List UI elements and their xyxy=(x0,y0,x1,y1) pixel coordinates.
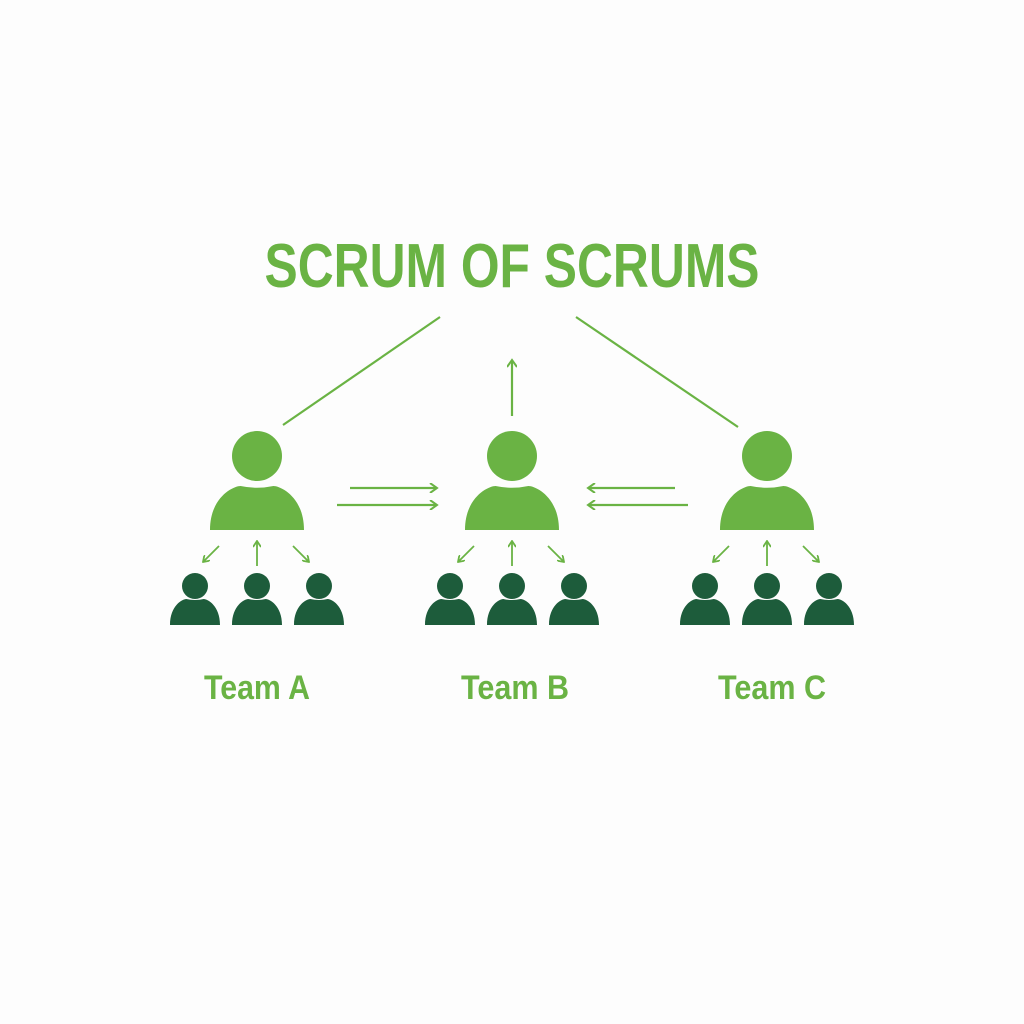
person-head xyxy=(232,431,282,481)
person-body xyxy=(170,599,220,625)
team-member-icon-team-c xyxy=(804,573,854,625)
scrum-master-icon-team-c xyxy=(720,431,814,530)
person-body xyxy=(210,486,304,530)
scrum-master-icon-team-b xyxy=(465,431,559,530)
connector-line-team-c xyxy=(575,316,739,428)
person-body xyxy=(742,599,792,625)
person-body xyxy=(487,599,537,625)
team-a-label: Team A xyxy=(204,669,310,707)
team-member-icon-team-a xyxy=(294,573,344,625)
person-head xyxy=(487,431,537,481)
person-head xyxy=(742,431,792,481)
person-body xyxy=(804,599,854,625)
person-head xyxy=(561,573,587,599)
person-body xyxy=(549,599,599,625)
person-body xyxy=(232,599,282,625)
arrow-down-right-team-b xyxy=(547,545,564,562)
person-body xyxy=(294,599,344,625)
scrum-master-icon-team-a xyxy=(210,431,304,530)
person-body xyxy=(720,486,814,530)
arrow-down-right-team-a xyxy=(292,545,309,562)
team-c-label: Team C xyxy=(718,669,826,707)
person-head xyxy=(754,573,780,599)
person-head xyxy=(437,573,463,599)
team-member-icon-team-a xyxy=(170,573,220,625)
arrow-down-right-team-c xyxy=(802,545,819,562)
person-body xyxy=(465,486,559,530)
person-head xyxy=(244,573,270,599)
diagram-title: SCRUM OF SCRUMS xyxy=(265,232,760,301)
arrow-down-left-team-c xyxy=(713,545,730,562)
person-head xyxy=(499,573,525,599)
person-body xyxy=(680,599,730,625)
team-member-icon-team-b xyxy=(549,573,599,625)
team-member-icon-team-c xyxy=(742,573,792,625)
person-head xyxy=(182,573,208,599)
arrow-down-left-team-a xyxy=(203,545,220,562)
team-member-icon-team-b xyxy=(425,573,475,625)
team-member-icon-team-b xyxy=(487,573,537,625)
connector-line-team-a xyxy=(282,316,441,426)
team-member-icon-team-c xyxy=(680,573,730,625)
team-b-label: Team B xyxy=(461,669,569,707)
person-body xyxy=(425,599,475,625)
team-member-icon-team-a xyxy=(232,573,282,625)
arrow-down-left-team-b xyxy=(458,545,475,562)
person-head xyxy=(816,573,842,599)
person-head xyxy=(306,573,332,599)
person-head xyxy=(692,573,718,599)
